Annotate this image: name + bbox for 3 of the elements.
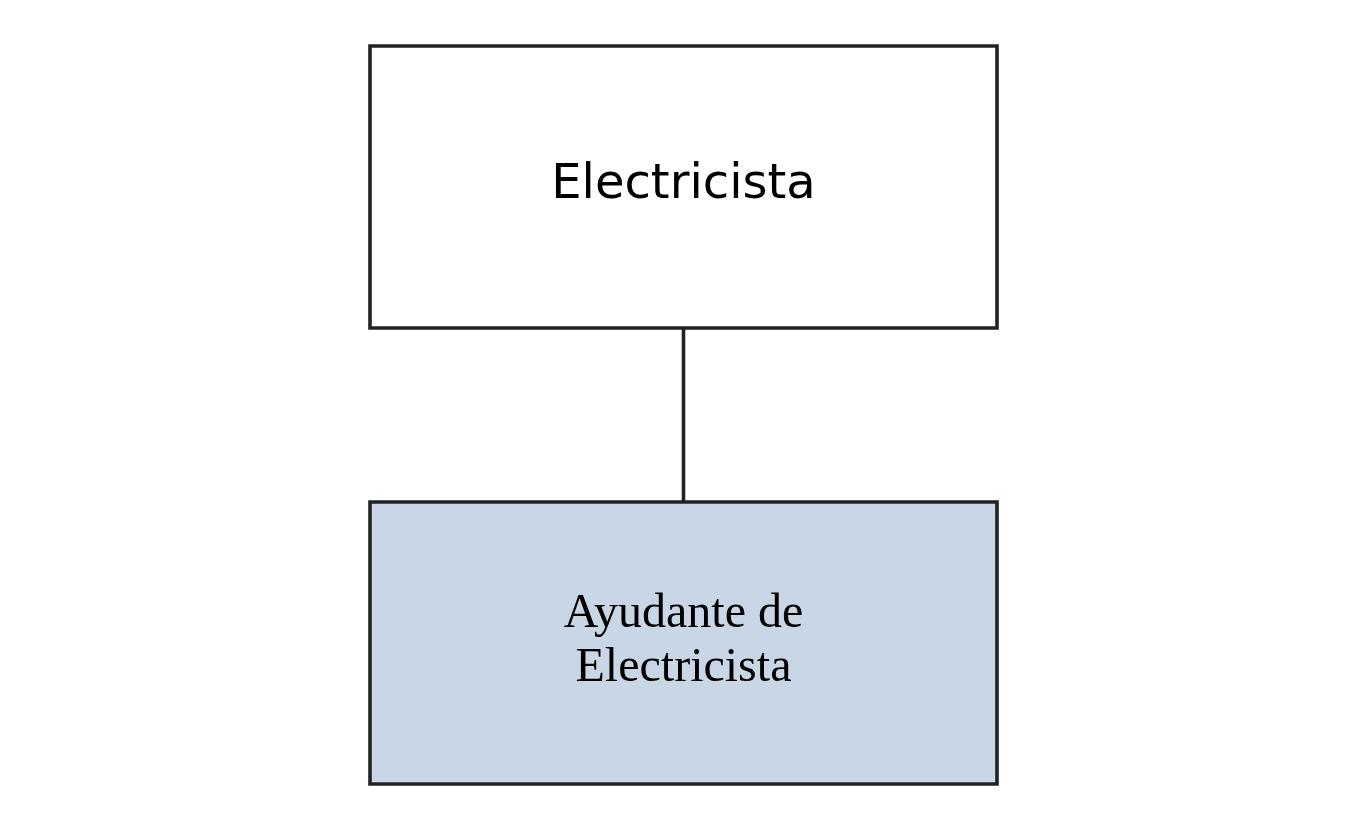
connector [681, 328, 685, 502]
node-box: Electricista [367, 43, 999, 330]
node-box: Ayudante de Electricista [367, 499, 999, 786]
